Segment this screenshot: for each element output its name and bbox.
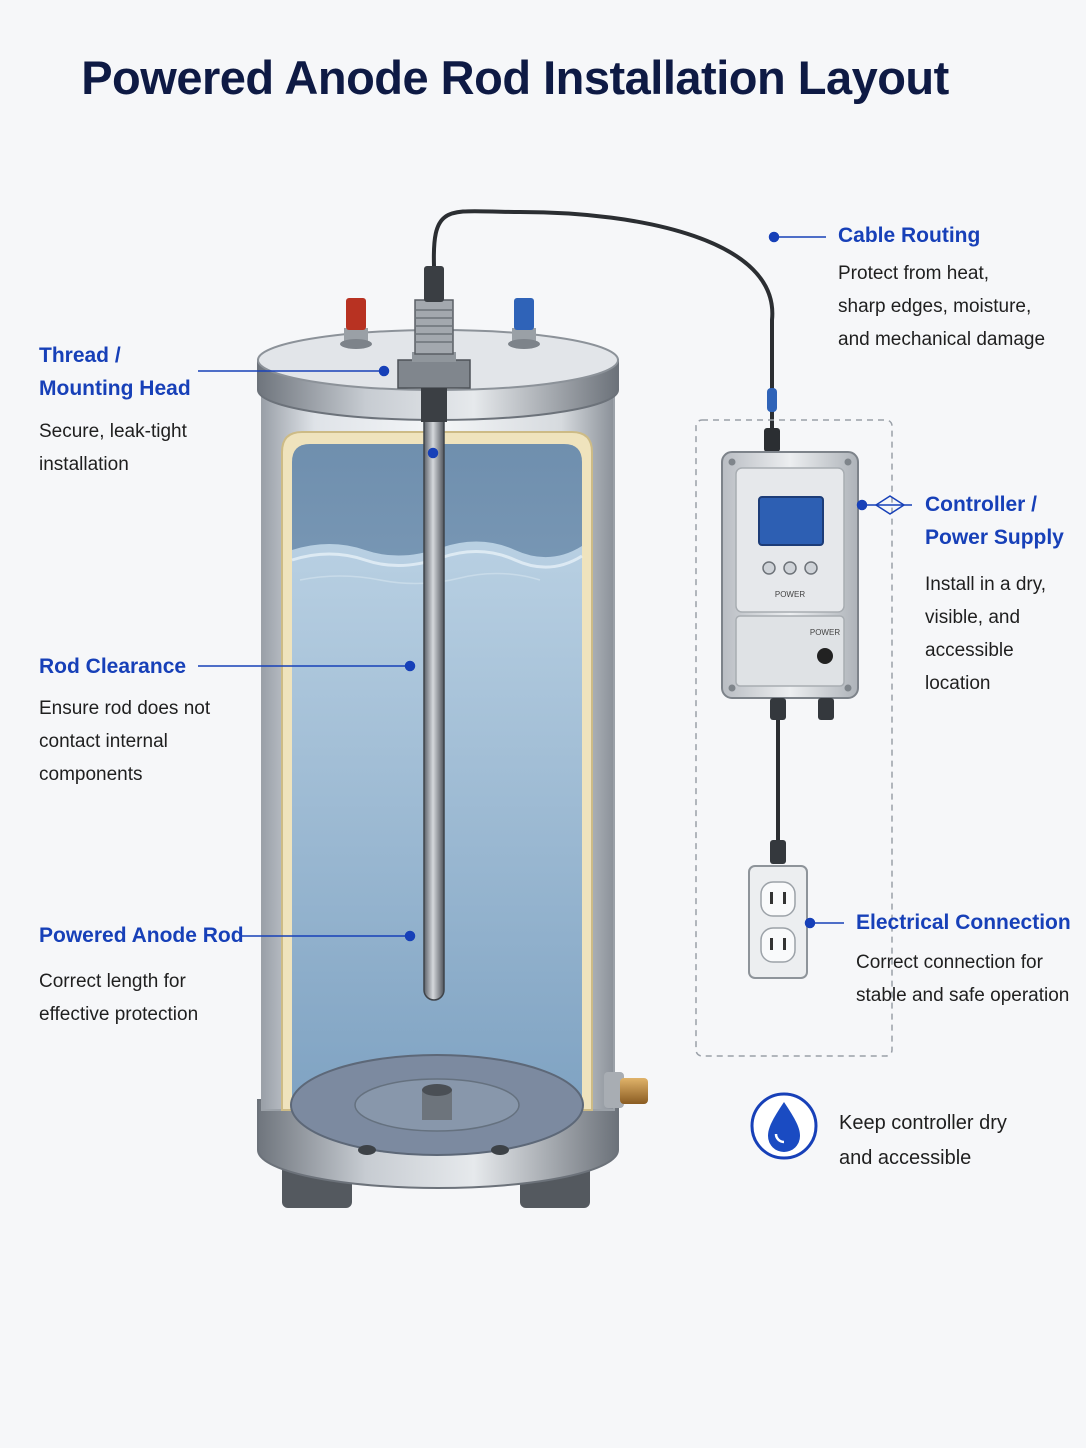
tip-text: Keep controller dry and accessible [839, 1112, 1007, 1169]
cable-routing-description: Protect from heat, sharp edges, moisture… [838, 263, 1046, 350]
controller-power-supply-heading: Controller / Power Supply [925, 493, 1064, 549]
water-heater-tank [257, 298, 648, 1208]
water-drop-icon [750, 1092, 818, 1160]
power-button-label: POWER [775, 590, 805, 599]
power-switch [817, 648, 833, 664]
controller-box: POWER POWER [721, 451, 859, 720]
electrical-outlet [748, 865, 808, 979]
power-switch-label: POWER [810, 628, 840, 637]
powered-anode-rod-description: Correct length for effective protection [39, 971, 199, 1025]
rod-clearance-description: Ensure rod does not contact internal com… [39, 698, 211, 785]
powered-anode-rod [397, 266, 471, 1001]
page-title: Powered Anode Rod Installation Layout [81, 51, 949, 104]
cable-routing-heading: Cable Routing [838, 224, 981, 247]
powered-anode-rod-heading: Powered Anode Rod [39, 924, 244, 947]
leader-lines [198, 231, 912, 942]
thread-mounting-head-heading: Thread / Mounting Head [39, 344, 191, 400]
rod-clearance-heading: Rod Clearance [39, 655, 187, 678]
electrical-connection-heading: Electrical Connection [856, 911, 1071, 934]
thread-mounting-head-description: Secure, leak-tight installation [39, 421, 187, 475]
electrical-connection-description: Correct connection for stable and safe o… [856, 952, 1070, 1006]
controller-zone-outline [695, 419, 893, 1057]
controller-power-supply-description: Install in a dry, visible, and accessibl… [925, 574, 1047, 694]
cable [431, 209, 775, 430]
